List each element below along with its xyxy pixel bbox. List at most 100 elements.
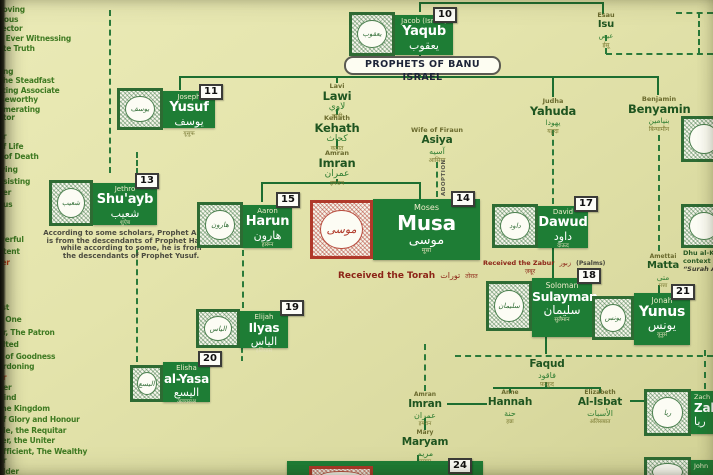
connector-line [180, 76, 659, 78]
zabur-caption-hindi: ज़बूर [510, 258, 550, 277]
node-arabic-name: ريا [694, 415, 706, 428]
connector-line [336, 179, 338, 184]
dashed-connector-line [552, 130, 554, 204]
seal-stamp-icon: اليسع [130, 365, 163, 402]
node-en-name: Joseph [177, 93, 201, 101]
sidebar-item: bsisting [0, 177, 31, 186]
label-imran-elder: Amran Imran عمران इमरान [307, 149, 367, 188]
dhu-al-kifl-note: Dhu al-K context “Surah Al- [683, 249, 713, 273]
label-asiya: Wife of Firaun Asiya آسيه आसिया [407, 127, 467, 165]
label-en: Amran [324, 149, 350, 157]
dashed-connector-line [455, 355, 713, 357]
sidebar-item: or, The Patron [0, 328, 55, 337]
sidebar-item: sting Associate [0, 86, 60, 95]
node-hindi-name: हारून [261, 242, 274, 248]
caption-arabic: تورات [440, 271, 461, 280]
connector-line [599, 387, 601, 393]
node-sulayman: Soloman Sulayman سليمان सुलैमान [532, 278, 598, 337]
seal-stamp-icon: داود [492, 204, 538, 248]
node-name: al-Yasa [164, 372, 209, 386]
node-en-name: Jacob (Israel) [401, 17, 447, 25]
node-zakariya: Zach Zaka ريا [691, 391, 713, 434]
sidebar-item: older [0, 467, 19, 475]
sidebar-item: rector [0, 24, 23, 33]
node-musa: Moses Musa موسى मूसा [373, 199, 480, 260]
node-en-name: Jethro [114, 185, 136, 193]
seal-stamp-icon [681, 116, 713, 162]
note-line: Dhu al-K [683, 249, 713, 257]
label-name: Asiya [421, 134, 453, 146]
label-hindi: इमरान [330, 180, 344, 187]
dashed-connector-line [242, 250, 244, 308]
label-hindi: ईसू [602, 42, 610, 49]
dashed-connector-line [698, 12, 700, 54]
node-arabic-name: الياس [250, 335, 278, 348]
note-line: context [683, 257, 711, 265]
node-en-name: Soloman [545, 281, 579, 290]
label-hannah: Anne Hannah حنة हन्ना [480, 389, 540, 426]
connector-line [262, 182, 420, 184]
sidebar-item: umerating [0, 105, 41, 114]
label-name: Imran [318, 156, 356, 170]
seal-calligraphy [652, 463, 683, 475]
sidebar-item: ufficient, The Wealthy [0, 447, 88, 456]
node-arabic-name: يونس [647, 318, 677, 332]
node-arabic-name: يوسف [174, 115, 204, 128]
node-hindi-name: सुलैमान [554, 317, 570, 323]
node-ilyas: Elijah Ilyas الياس इलियास [240, 311, 288, 354]
seal-stamp-icon [644, 457, 691, 475]
caption-arabic: زبور [559, 259, 572, 267]
label-name: Matta [646, 260, 679, 271]
dashed-connector-line [136, 250, 138, 362]
connector-line [419, 2, 421, 12]
scholars-note: According to some scholars, Prophet Al-Y… [25, 229, 237, 260]
label-faqud: Faqud فاقود फ़ाक़ूद [517, 358, 577, 388]
seal-stamp-icon: شعيب [49, 180, 93, 226]
node-en-name: Zach [694, 393, 711, 401]
seal-stamp-icon: سليمان [486, 281, 532, 331]
node-en-name: David [552, 208, 574, 216]
prophet-number-badge: 20 [198, 351, 222, 367]
caption-hindi: तोरात [465, 273, 478, 280]
prophet-number-badge: 18 [577, 268, 601, 284]
prophet-number-badge: 11 [199, 84, 223, 100]
label-name: Hannah [487, 396, 533, 408]
node-hindi-name: मूसा [421, 247, 432, 254]
seal-stamp-icon: يعقوب [349, 12, 395, 56]
seal-stamp-icon [309, 466, 373, 475]
label-en: Judha [542, 97, 564, 105]
sidebar-item: ator [0, 113, 15, 122]
note-line: “Surah Al- [683, 265, 713, 273]
label-en: Elizabeth [584, 389, 616, 396]
label-en: Amettai [649, 253, 677, 260]
label-yahuda: Judha Yahuda يهودا यहूदा [523, 97, 583, 136]
label-name: Benyamin [628, 102, 691, 116]
node-name: Dawud [538, 215, 588, 230]
prophet-number-badge: 24 [448, 458, 472, 474]
node-name: Shu'ayb [96, 192, 154, 207]
label-en: Kehath [323, 114, 351, 122]
seal-calligraphy: سليمان [494, 289, 524, 323]
connector-line [545, 336, 547, 354]
seal-calligraphy: يوسف [125, 95, 155, 123]
label-arabic: آسيه [429, 147, 445, 156]
dashed-connector-line [109, 10, 111, 173]
node-name: Sulayman [532, 289, 598, 304]
seal-stamp-icon: موسى [310, 200, 373, 259]
label-name: Faqud [529, 358, 565, 370]
node-en-name: Aaron [257, 207, 278, 215]
sidebar-item: The Steadfast [0, 76, 55, 85]
node-arabic-name: يعقوب [409, 39, 439, 52]
node-name: Yusuf [169, 100, 209, 115]
label-hindi: यहूदा [547, 128, 559, 135]
sidebar-item: r of Death [0, 152, 39, 161]
connector-line [419, 182, 421, 199]
label-arabic: مريم [416, 449, 434, 458]
node-shuayb: Jethro Shu'ayb شعيب शुऐब [93, 183, 157, 226]
caption-text: Received the Torah [338, 271, 436, 281]
node-hindi-name: शुऐब [120, 220, 130, 226]
label-name: Lawi [322, 89, 352, 103]
connector-line [417, 455, 419, 463]
note-line: According to some scholars, Prophet Al-Y… [43, 229, 219, 237]
node-en-name: Elijah [254, 313, 274, 321]
